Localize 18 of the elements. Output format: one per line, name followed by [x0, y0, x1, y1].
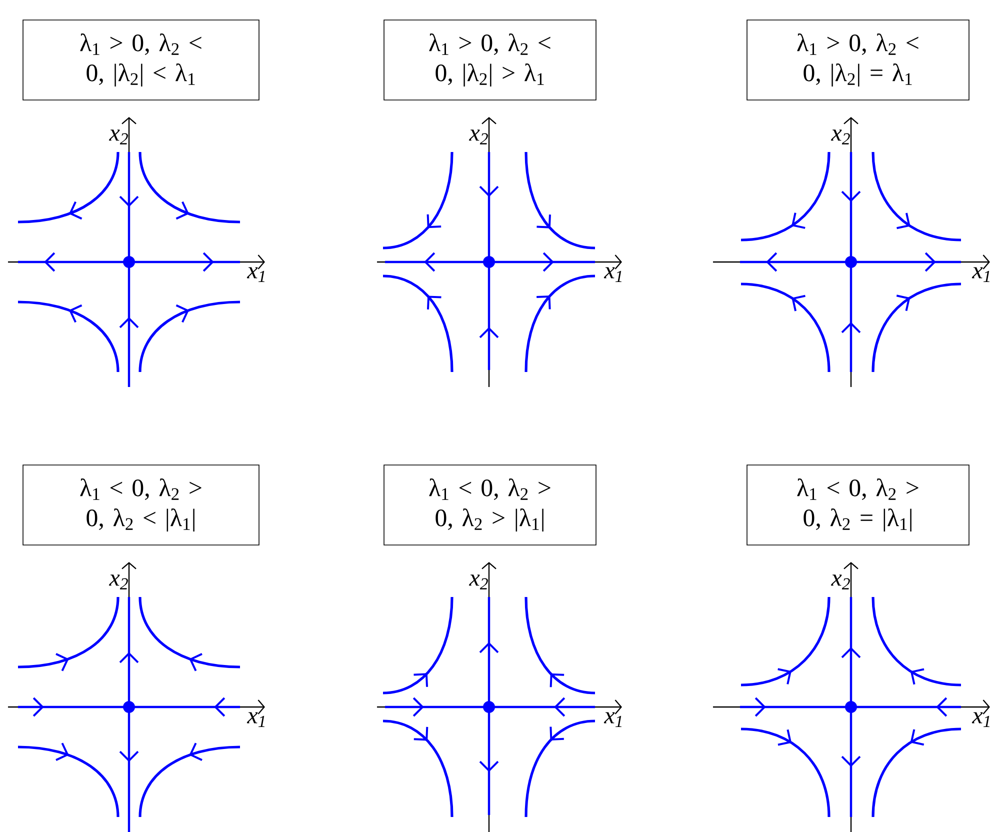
axis-label: x$_{2}$: [830, 574, 850, 590]
axis-label: x$_{2}$: [830, 130, 850, 144]
axis-label: x$_{1}$: [246, 267, 264, 282]
condition-box: λ$_{1}$ < 0, λ$_{2}$ > 0, λ$_{2}$ = |λ$_{1}$|: [746, 464, 970, 546]
axis-label: x$_{1}$: [972, 712, 990, 727]
axis-label: x$_{2}$: [108, 130, 128, 144]
axis-label: x$_{1}$: [246, 712, 264, 727]
axis-label: x$_{1}$: [604, 267, 622, 282]
axis-label: x$_{1}$: [604, 712, 622, 727]
condition-box: λ$_{1}$ > 0, λ$_{2}$ < 0, |λ$_{2}$| = λ$_{1}$: [746, 20, 970, 100]
condition-box: λ$_{1}$ > 0, λ$_{2}$ < 0, |λ$_{2}$| < λ$_{1}$: [22, 20, 260, 100]
condition-box: λ$_{1}$ < 0, λ$_{2}$ > 0, λ$_{2}$ > |λ$_{1}$|: [384, 464, 596, 546]
axis-label: x$_{1}$: [972, 267, 990, 282]
condition-box: λ$_{1}$ < 0, λ$_{2}$ > 0, λ$_{2}$ < |λ$_{1}$|: [22, 464, 260, 546]
axis-label: x$_{2}$: [468, 574, 488, 590]
condition-box: λ$_{1}$ > 0, λ$_{2}$ < 0, |λ$_{2}$| > λ$_{1}$: [384, 20, 596, 100]
axis-label: x$_{2}$: [468, 130, 488, 144]
axis-label: x$_{2}$: [108, 574, 128, 590]
